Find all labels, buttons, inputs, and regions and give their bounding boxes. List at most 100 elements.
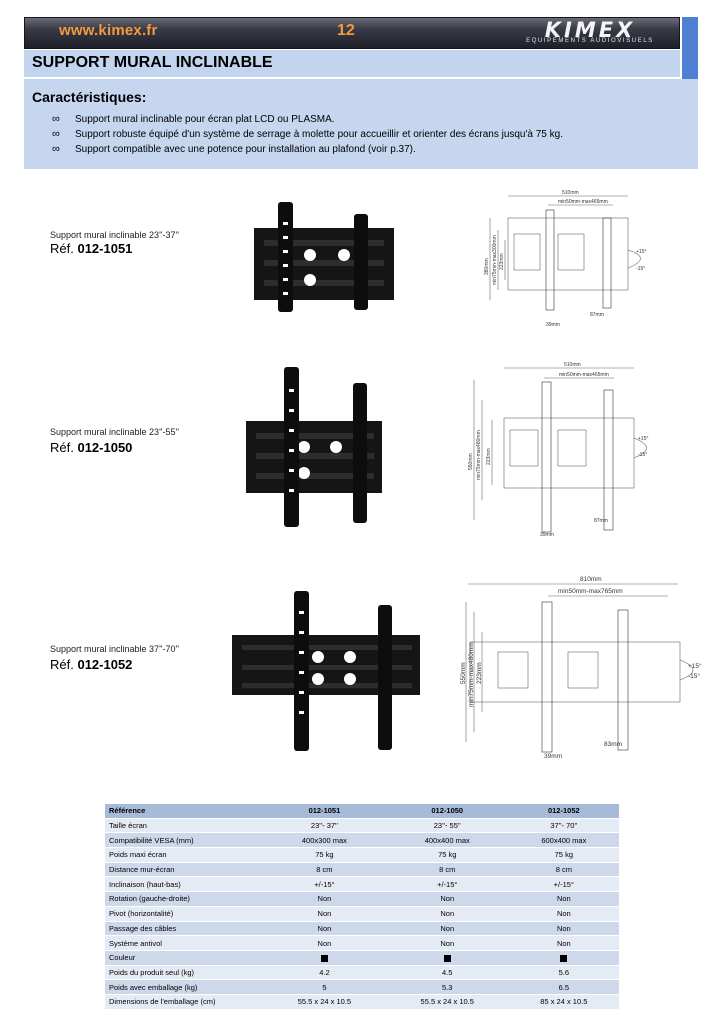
- dimension-drawing: 510mm min50mm-max465mm +15° -15° 39mm 87…: [484, 190, 646, 328]
- table-cell: 37''- 70'': [508, 818, 619, 834]
- table-cell: Non: [263, 906, 386, 922]
- dimension-drawing: 510mm min50mm-max465mm +15° -15° 39mm 87…: [468, 362, 648, 538]
- table-cell: ■: [385, 950, 509, 966]
- row-label: Poids du produit seul (kg): [105, 965, 263, 981]
- plate-label: 223mm: [486, 448, 492, 465]
- page-title: SUPPORT MURAL INCLINABLE: [32, 54, 273, 71]
- feature-item: ∞Support robuste équipé d'un système de …: [52, 128, 563, 140]
- infinity-bullet-icon: ∞: [52, 143, 60, 155]
- row-label: Distance mur-écran: [105, 862, 263, 878]
- mount-photo: [246, 367, 382, 527]
- product-reference: Réf. 012-1051: [50, 241, 133, 256]
- product-012-1052: Support mural inclinable 37''-70'' Réf. …: [0, 572, 724, 772]
- depth-label: 39mm: [546, 322, 560, 328]
- table-cell: 6.5: [508, 979, 619, 995]
- table-cell: +/-15°: [508, 876, 619, 893]
- plate-label: 223mm: [499, 253, 505, 270]
- tilt-up-label: +15°: [638, 436, 648, 442]
- color-swatch-black: ■: [560, 954, 568, 962]
- features-panel: Caractéristiques: ∞Support mural inclina…: [24, 79, 698, 169]
- height-label: 550mm: [468, 453, 474, 470]
- table-cell: 4.5: [385, 965, 509, 981]
- arm-label: 87mm: [594, 518, 608, 524]
- table-cell: ■: [508, 950, 619, 966]
- dim-width-label: 510mm: [564, 362, 581, 368]
- title-bar: SUPPORT MURAL INCLINABLE: [24, 50, 680, 78]
- site-url[interactable]: www.kimex.fr: [59, 22, 158, 39]
- row-label: Rotation (gauche-droite): [105, 891, 263, 907]
- table-cell: ■: [263, 950, 386, 966]
- vrange-label: min75mm-max480mm: [476, 430, 482, 480]
- dim-range-label: min50mm-max465mm: [559, 372, 609, 378]
- table-cell: 8 cm: [385, 862, 509, 878]
- row-label: Système antivol: [105, 935, 263, 951]
- table-cell: 8 cm: [263, 862, 386, 878]
- table-cell: 85 x 24 x 10.5: [508, 994, 619, 1010]
- product-reference: Réf. 012-1050: [50, 440, 133, 455]
- table-cell: 75 kg: [263, 847, 386, 863]
- page-number: 12: [337, 22, 355, 39]
- column-header: 012-1050: [385, 804, 509, 819]
- table-cell: 75 kg: [508, 847, 619, 863]
- row-label: Compatibilité VESA (mm): [105, 832, 263, 849]
- table-cell: 5.3: [385, 979, 509, 995]
- table-cell: 400x400 max: [385, 832, 509, 849]
- features-heading: Caractéristiques:: [32, 89, 147, 105]
- table-cell: 4.2: [263, 965, 386, 981]
- kimex-logo: KIMEX EQUIPEMENTS AUDIOVISUELS: [505, 18, 675, 48]
- product-caption: Support mural inclinable 37''-70'': [50, 644, 179, 654]
- row-label: Poids avec emballage (kg): [105, 979, 263, 995]
- table-cell: 55.5 x 24 x 10.5: [385, 994, 509, 1010]
- plate-label: 223mm: [476, 662, 483, 684]
- tilt-down-label: -15°: [636, 266, 645, 272]
- arm-label: 87mm: [590, 312, 604, 318]
- depth-label: 39mm: [544, 753, 562, 760]
- arm-label: 83mm: [604, 741, 622, 748]
- table-cell: Non: [385, 921, 509, 937]
- table-cell: 55.5 x 24 x 10.5: [263, 994, 386, 1010]
- table-cell: 5: [263, 979, 386, 995]
- features-list: ∞Support mural inclinable pour écran pla…: [52, 112, 563, 157]
- table-header-row: Référence 012-1051 012-1050 012-1052: [105, 804, 619, 819]
- table-row: Couleur■■■: [105, 950, 619, 966]
- table-cell: Non: [385, 891, 509, 907]
- infinity-bullet-icon: ∞: [52, 113, 60, 125]
- table-cell: Non: [263, 935, 386, 951]
- table-cell: 23''- 37'': [263, 818, 386, 834]
- mount-photo: [254, 202, 394, 312]
- table-cell: 8 cm: [508, 862, 619, 878]
- depth-label: 39mm: [540, 532, 554, 538]
- color-swatch-black: ■: [443, 954, 451, 962]
- header-bar: www.kimex.fr 12 KIMEX EQUIPEMENTS AUDIOV…: [24, 17, 680, 49]
- product-012-1050: Support mural inclinable 23''-55'' Réf. …: [0, 360, 724, 545]
- product-reference: Réf. 012-1052: [50, 657, 133, 672]
- tilt-down-label: -15°: [638, 452, 647, 458]
- table-cell: Non: [385, 906, 509, 922]
- tilt-up-label: +15°: [636, 249, 646, 255]
- feature-item: ∞Support compatible avec une potence pou…: [52, 143, 416, 155]
- dimension-drawing: 810mm min50mm-max765mm +15° -15° 39mm 83…: [460, 576, 702, 760]
- row-label: Poids maxi écran: [105, 847, 263, 863]
- table-cell: Non: [508, 935, 619, 951]
- dim-width-label: 810mm: [580, 576, 602, 583]
- dim-range-label: min50mm-max465mm: [558, 199, 608, 205]
- product-caption: Support mural inclinable 23''-37'': [50, 230, 179, 240]
- table-cell: 600x400 max: [508, 832, 619, 849]
- column-header: 012-1051: [263, 804, 386, 819]
- table-row: Dimensions de l'emballage (cm)55.5 x 24 …: [105, 994, 619, 1010]
- column-header: 012-1052: [508, 804, 619, 819]
- tilt-up-label: +15°: [688, 662, 702, 670]
- feature-item: ∞Support mural inclinable pour écran pla…: [52, 113, 335, 125]
- tilt-down-label: -15°: [688, 672, 700, 680]
- logo-wordmark: KIMEX: [544, 18, 636, 42]
- row-label: Dimensions de l'emballage (cm): [105, 994, 263, 1010]
- dim-width-label: 510mm: [562, 190, 579, 196]
